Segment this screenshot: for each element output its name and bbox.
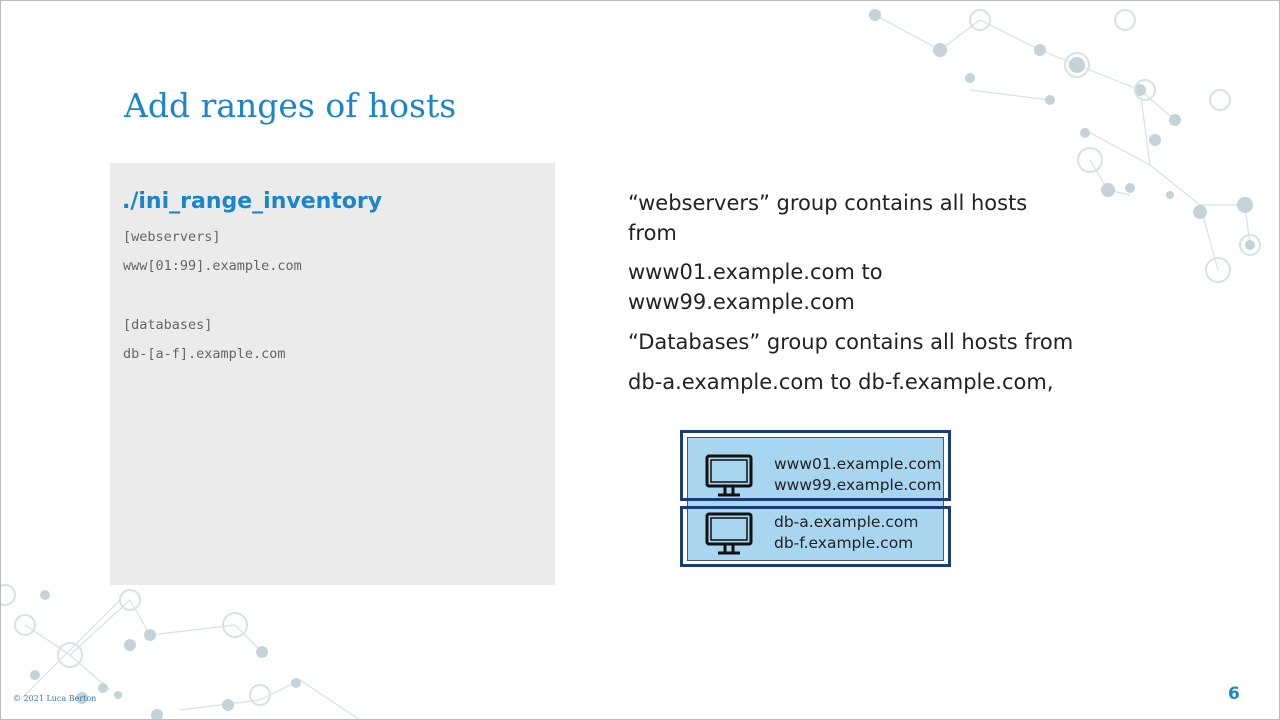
databases-group: db-a.example.com db-f.example.com — [680, 506, 951, 567]
explanation-text: db-a.example.com to db-f.example.com, — [628, 370, 1054, 394]
webservers-group: www01.example.com www99.example.com — [680, 430, 951, 501]
monitor-icon — [705, 454, 753, 497]
network-decoration-top-right — [869, 9, 1261, 283]
copyright-footer: © 2021 Luca Berton — [13, 694, 97, 703]
code-filename: ./ini_range_inventory — [122, 189, 383, 214]
host-name: www99.example.com — [774, 476, 942, 494]
host-groups-diagram: www01.example.com www99.example.com db-a… — [680, 430, 951, 567]
network-decoration-bottom-left — [0, 584, 361, 720]
monitor-icon — [705, 512, 753, 555]
code-line: [databases] — [123, 317, 213, 333]
slide-title: Add ranges of hosts — [124, 86, 457, 125]
explanation-text: “Databases” group contains all hosts fro… — [628, 330, 1074, 354]
explanation-text: www01.example.com to www99.example.com — [628, 260, 883, 314]
code-line: db-[a-f].example.com — [123, 346, 286, 362]
code-panel — [110, 163, 555, 585]
code-line: www[01:99].example.com — [123, 258, 302, 274]
host-name: www01.example.com — [774, 455, 942, 473]
page-number: 6 — [1228, 684, 1240, 704]
host-name: db-f.example.com — [774, 534, 914, 552]
host-name: db-a.example.com — [774, 513, 919, 531]
explanation-text: “webservers” group contains all hosts fr… — [628, 191, 1028, 245]
code-line: [webservers] — [123, 229, 221, 245]
